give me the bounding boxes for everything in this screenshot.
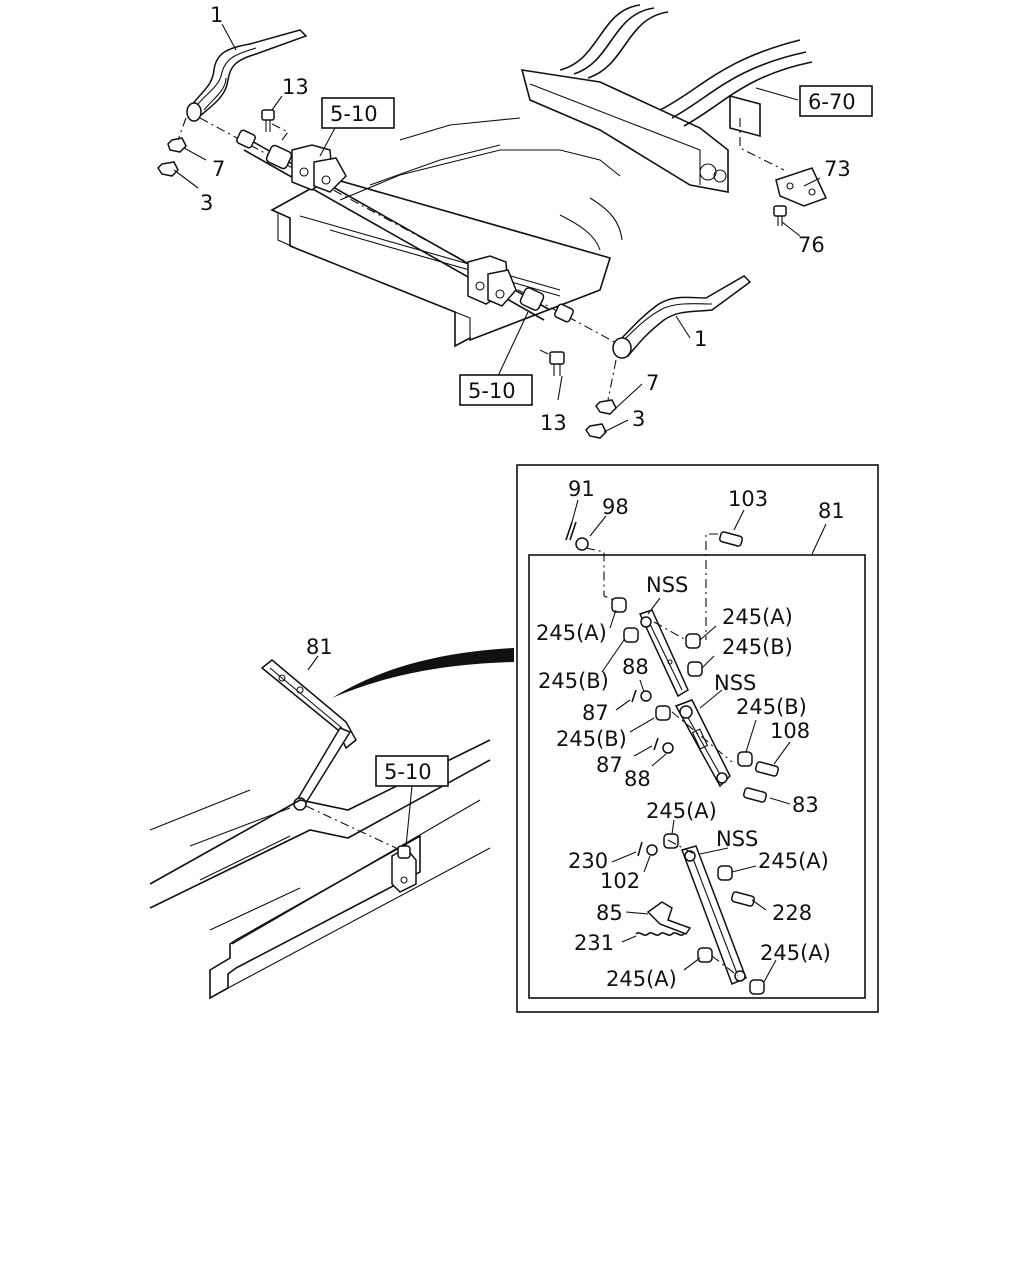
- callout-81-box: 81: [818, 499, 845, 523]
- callout-7-bottom: 7: [646, 371, 659, 395]
- callout-245b-1: 245(B): [722, 635, 793, 659]
- callout-87-2: 87: [596, 753, 623, 777]
- label-nss-2: NSS: [714, 671, 756, 695]
- pin-108: [755, 761, 779, 777]
- ref-box-5-10-top: [321, 97, 395, 129]
- collar-245b-1: [623, 627, 639, 643]
- callout-231: 231: [574, 931, 614, 955]
- collar-245a-5: [697, 947, 713, 963]
- callout-73: 73: [824, 157, 851, 181]
- callout-98: 98: [602, 495, 629, 519]
- callout-245a-2: 245(A): [536, 621, 607, 645]
- collar-245a-2: [685, 633, 701, 649]
- reference-boxes: 5-10 6-70 5-10 5-10: [321, 85, 873, 787]
- pedal-assembly: [260, 659, 397, 849]
- cotter-pin-230: [637, 841, 643, 857]
- callout-81-pedal: 81: [306, 635, 333, 659]
- callout-245a-6: 245(A): [606, 967, 677, 991]
- label-nss-1: NSS: [646, 573, 688, 597]
- detail-pointer-sweep: [332, 648, 514, 698]
- bracket-85: [646, 901, 692, 935]
- callout-76: 76: [798, 233, 825, 257]
- callout-85: 85: [596, 901, 623, 925]
- callout-245b-3: 245(B): [736, 695, 807, 719]
- ref-5-10-bottom: 5-10: [468, 379, 516, 403]
- callout-13-bottom: 13: [540, 411, 567, 435]
- inset-inner-frame: [528, 554, 866, 999]
- nut-bolt-top: [157, 117, 187, 177]
- callout-245b-4: 245(B): [556, 727, 627, 751]
- callout-245a-5: 245(A): [760, 941, 831, 965]
- callout-3-bottom: 3: [632, 407, 645, 431]
- callout-13-top: 13: [282, 75, 309, 99]
- collar-245a-1: [611, 597, 627, 613]
- callout-83: 83: [792, 793, 819, 817]
- callout-1-right: 1: [694, 327, 707, 351]
- inset-detail: [516, 464, 879, 1013]
- callout-91: 91: [568, 477, 595, 501]
- spring-231: [635, 932, 685, 936]
- callout-245b-2: 245(B): [538, 669, 609, 693]
- washer-102: [646, 844, 658, 856]
- bracket-73: [739, 118, 828, 226]
- collar-245b-2: [687, 661, 703, 677]
- ref-box-5-10-pedal: [375, 755, 449, 787]
- callout-245a-1: 245(A): [722, 605, 793, 629]
- callout-7-top: 7: [212, 157, 225, 181]
- washer-88-1: [640, 690, 652, 702]
- callout-88-2: 88: [624, 767, 651, 791]
- ref-5-10-pedal: 5-10: [384, 760, 432, 784]
- ref-6-70: 6-70: [808, 90, 856, 114]
- pin-228: [731, 891, 755, 907]
- callout-228: 228: [772, 901, 812, 925]
- collar-245a-6: [749, 979, 765, 995]
- callout-103: 103: [728, 487, 768, 511]
- callout-102: 102: [600, 869, 640, 893]
- ref-box-5-10-bottom: [459, 374, 533, 406]
- hardware-bottom: [539, 349, 617, 439]
- callout-230: 230: [568, 849, 608, 873]
- callout-108: 108: [770, 719, 810, 743]
- bolt-13-top: [261, 109, 289, 141]
- pin-83: [743, 787, 767, 803]
- cotter-pin-91: [565, 521, 577, 541]
- callout-1-top: 1: [210, 3, 223, 27]
- callout-245a-4: 245(A): [758, 849, 829, 873]
- callout-88-1: 88: [622, 655, 649, 679]
- callout-245a-3: 245(A): [646, 799, 717, 823]
- ref-box-6-70: [799, 85, 873, 117]
- cotter-pin-87-2: [653, 737, 659, 751]
- pin-103: [719, 531, 743, 547]
- callout-3-top: 3: [200, 191, 213, 215]
- washer-98: [575, 537, 589, 551]
- ref-5-10-top: 5-10: [330, 102, 378, 126]
- collar-245b-3: [655, 705, 671, 721]
- label-nss-3: NSS: [716, 827, 758, 851]
- leaders-top: [173, 23, 821, 433]
- cotter-pin-87-1: [631, 689, 637, 703]
- collar-245b-4: [737, 751, 753, 767]
- leaf-spring-top: [186, 29, 308, 122]
- shaft-hardware-top: [236, 129, 574, 323]
- leaf-spring-right: [612, 275, 752, 359]
- collar-245a-4: [717, 865, 733, 881]
- callout-labels: 1 13 7 3 73 76 1 7 3 13 81 91 98 103 81 …: [200, 3, 851, 991]
- callout-87-1: 87: [582, 701, 609, 725]
- washer-88-2: [662, 742, 674, 754]
